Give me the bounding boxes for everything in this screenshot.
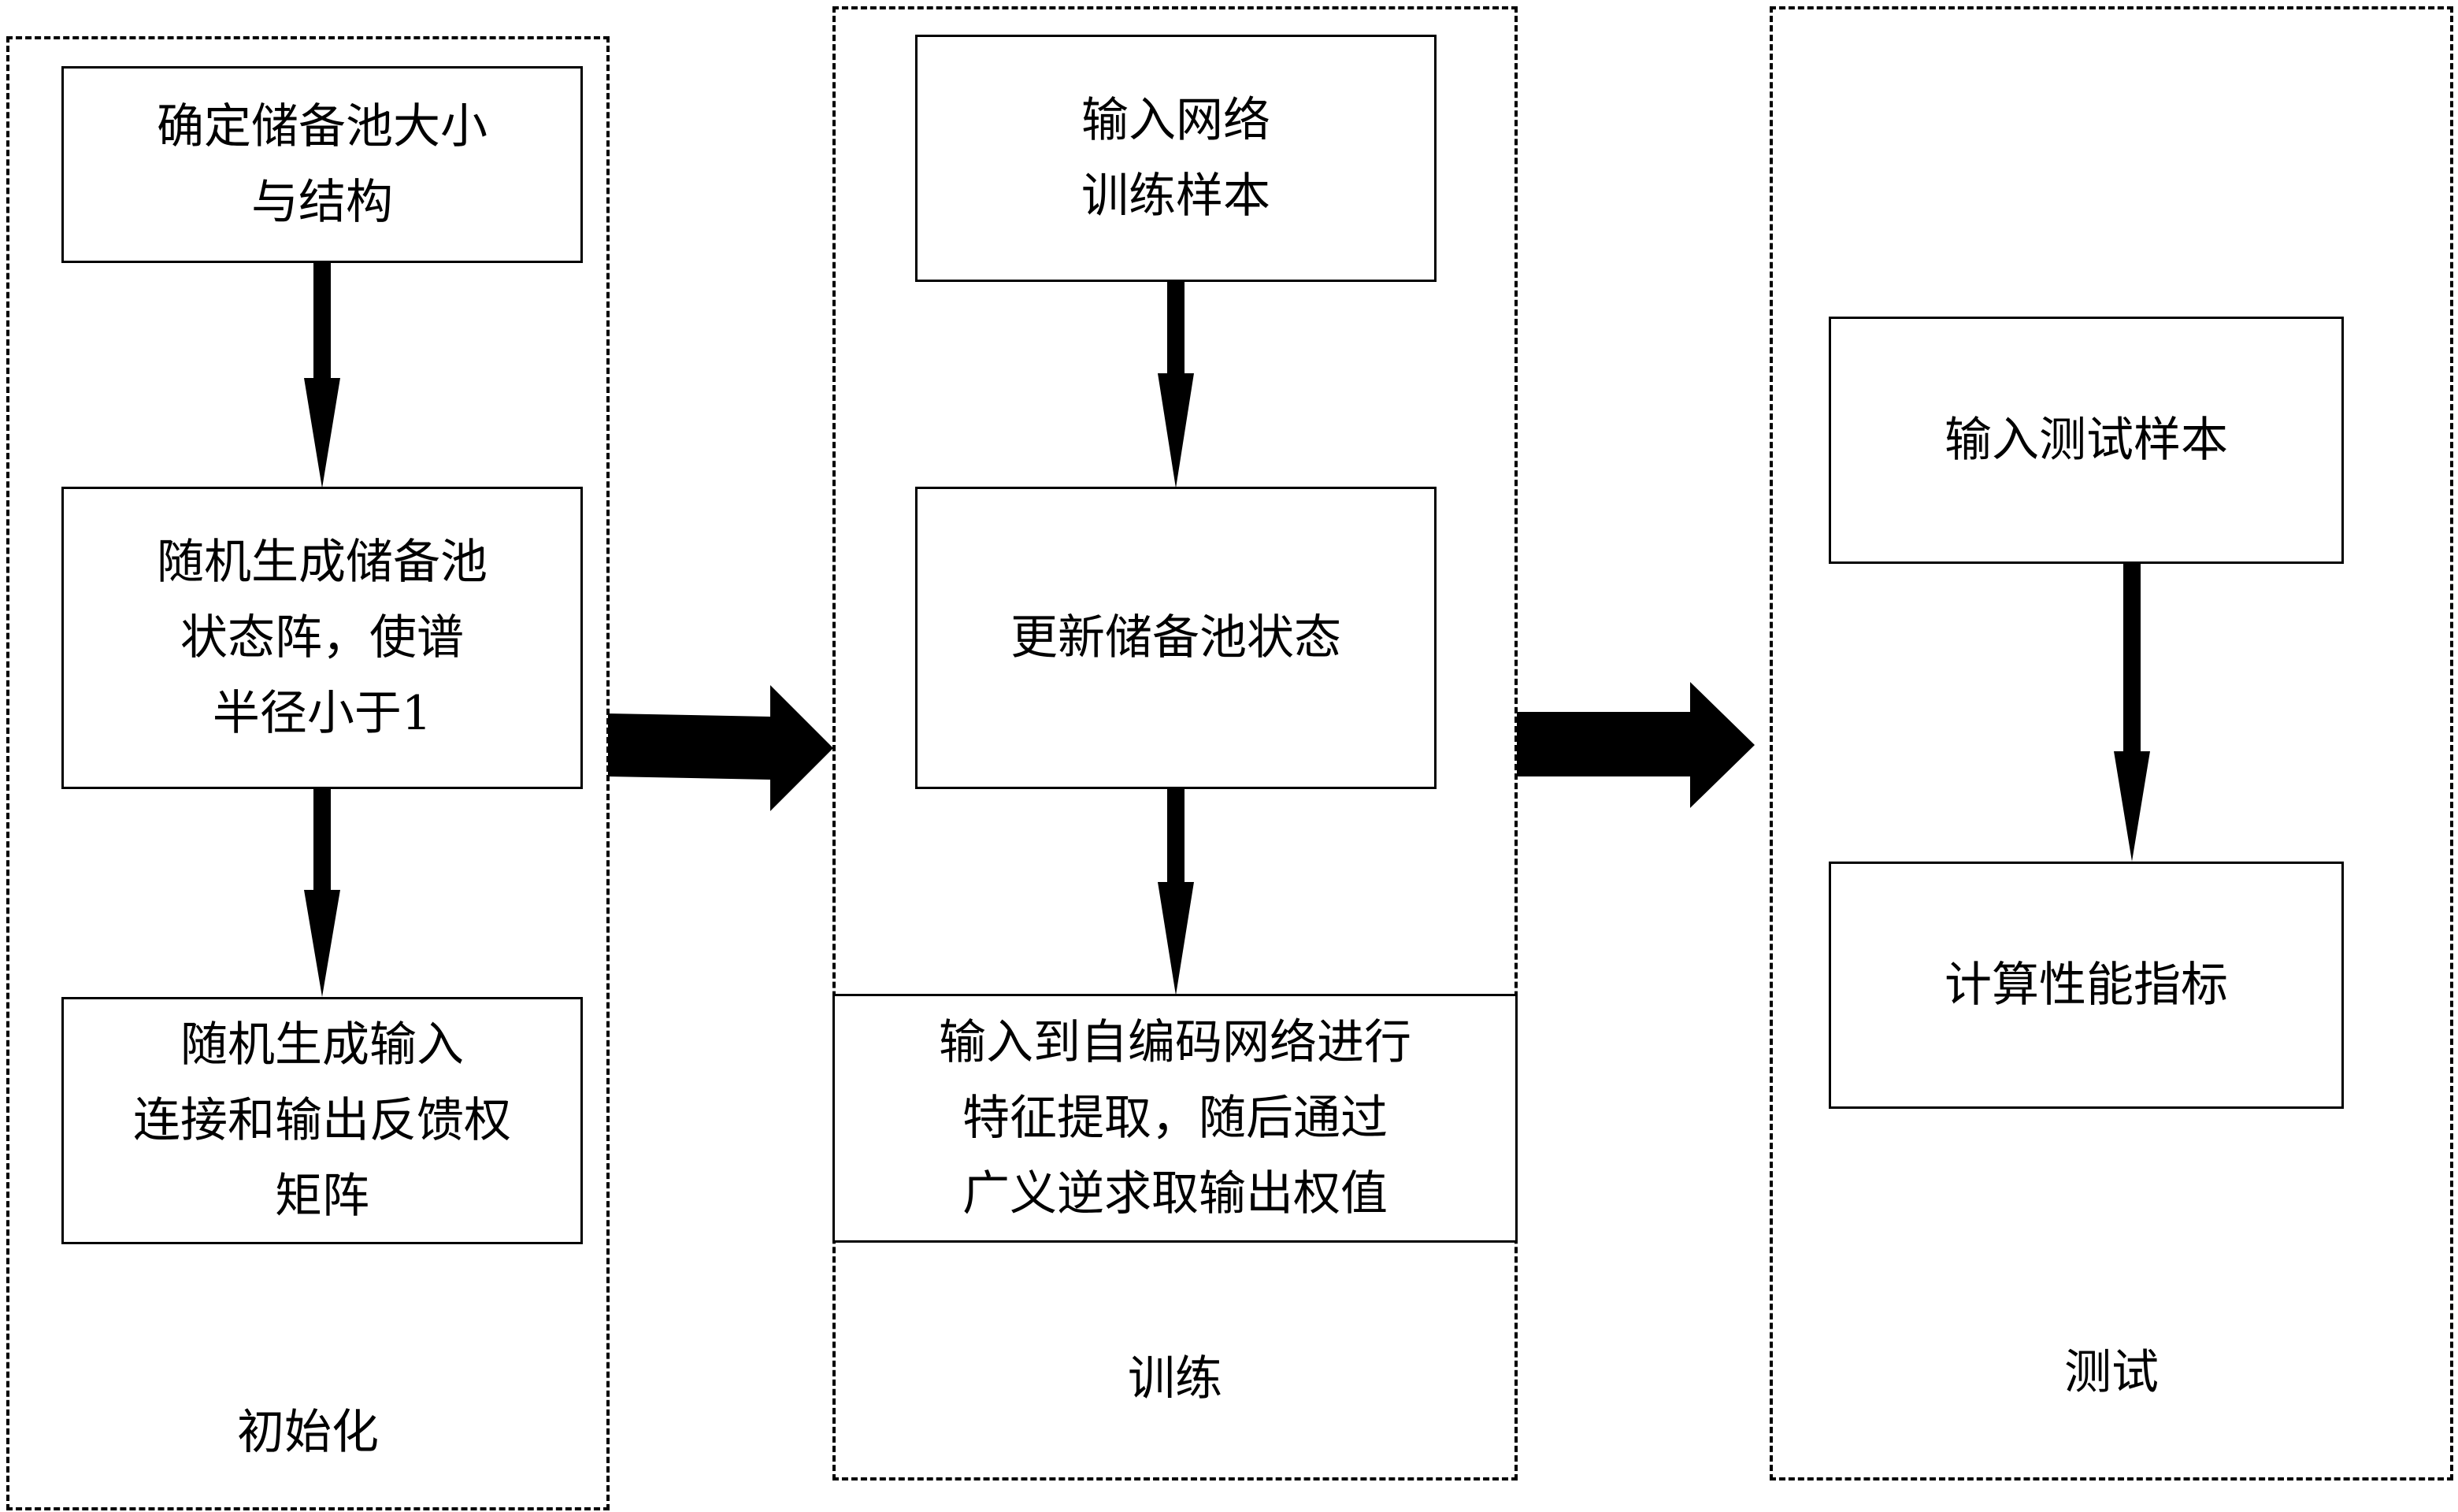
box-line: 半径小于1 — [212, 686, 432, 741]
update-reservoir-state-box: 更新储备池状态 — [915, 487, 1437, 789]
box-line: 输入到自编码网络进行 — [939, 1015, 1411, 1070]
box-line: 随机生成储备池 — [157, 535, 488, 590]
test-stage-group — [1770, 6, 2453, 1480]
arrow-train-1-to-2 — [1158, 280, 1194, 488]
box-line: 输入网络 — [1081, 93, 1270, 148]
box-line: 确定储备池大小 — [157, 99, 488, 154]
generate-input-feedback-weights-box: 随机生成输入 连接和输出反馈权 矩阵 — [61, 997, 583, 1244]
box-line: 广义逆求取输出权值 — [962, 1166, 1388, 1221]
box-line: 连接和输出反馈权 — [133, 1093, 511, 1148]
compute-performance-metrics-box: 计算性能指标 — [1829, 862, 2344, 1109]
autoencoder-feature-extraction-box: 输入到自编码网络进行 特征提取，随后通过 广义逆求取输出权值 — [832, 994, 1518, 1243]
box-line: 输入测试样本 — [1945, 413, 2228, 468]
input-test-samples-box: 输入测试样本 — [1829, 317, 2344, 564]
box-line: 状态阵，使谱 — [180, 610, 464, 665]
generate-reservoir-matrix-box: 随机生成储备池 状态阵，使谱 半径小于1 — [61, 487, 583, 789]
arrow-test-1-to-2 — [2114, 562, 2150, 862]
input-training-samples-box: 输入网络 训练样本 — [915, 35, 1437, 282]
arrow-train-to-test — [1517, 682, 1755, 808]
arrow-init-2-to-3 — [304, 788, 340, 997]
arrow-init-1-to-2 — [304, 260, 340, 488]
box-line: 矩阵 — [275, 1169, 369, 1224]
test-stage-label: 测试 — [2064, 1345, 2159, 1400]
box-line: 与结构 — [251, 175, 393, 230]
box-line: 随机生成输入 — [180, 1017, 464, 1073]
train-stage-label: 训练 — [1128, 1351, 1222, 1406]
determine-reservoir-size-box: 确定储备池大小 与结构 — [61, 66, 583, 263]
box-line: 训练样本 — [1081, 169, 1270, 224]
train-stage-group — [832, 6, 1518, 1480]
box-line: 计算性能指标 — [1945, 958, 2228, 1013]
arrow-init-to-train — [608, 685, 833, 811]
init-stage-label: 初始化 — [237, 1405, 379, 1460]
box-line: 特征提取，随后通过 — [962, 1091, 1388, 1146]
box-line: 更新储备池状态 — [1010, 610, 1341, 665]
arrow-train-2-to-3 — [1158, 788, 1194, 995]
